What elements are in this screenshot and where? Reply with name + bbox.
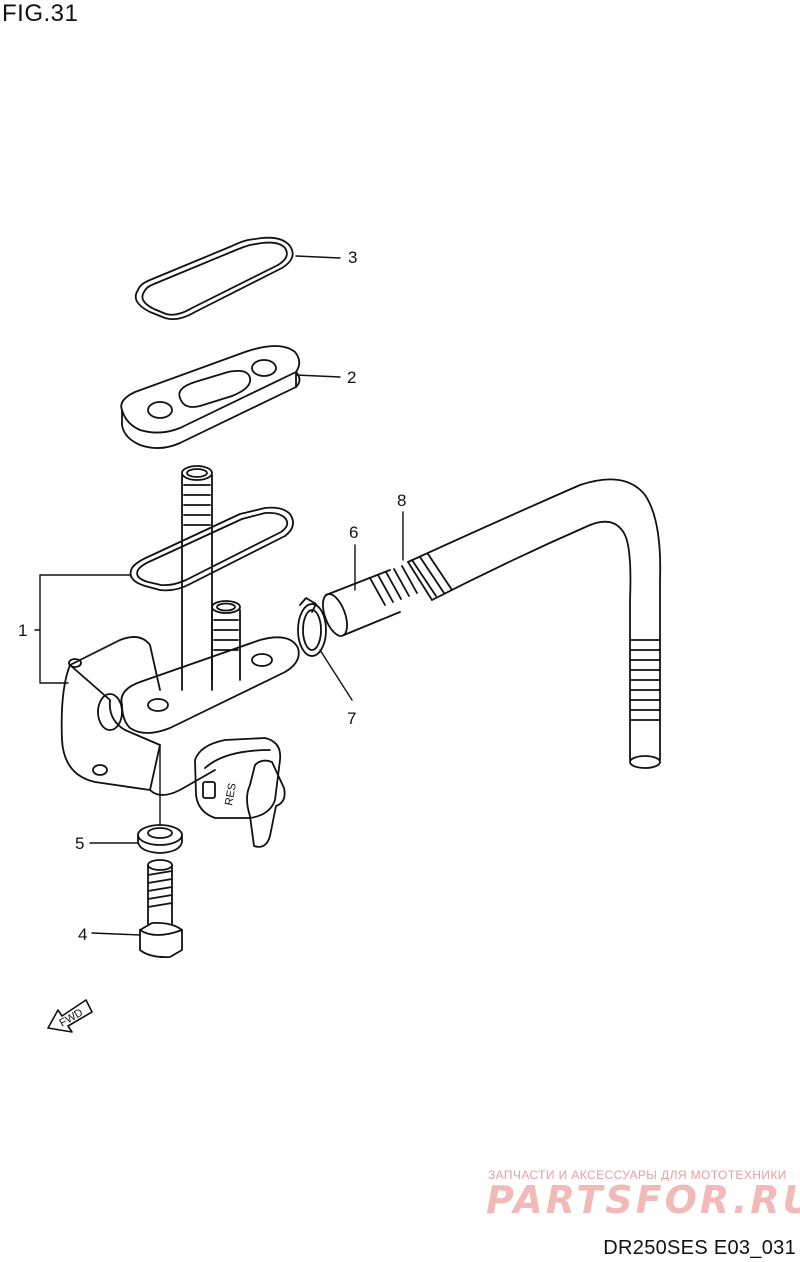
watermark-logo: PARTSFOR.RU	[486, 1178, 800, 1222]
fwd-label: FWD	[58, 1007, 86, 1030]
res-marking: RES	[223, 782, 239, 806]
fwd-arrow-icon: FWD	[47, 999, 93, 1033]
fuel-hose-part-8	[407, 478, 662, 769]
callout-4: 4	[78, 925, 87, 944]
gasket-o-ring-part-3	[134, 236, 294, 321]
callout-2: 2	[347, 368, 356, 387]
diagram-code-label: DR250SES E03_031	[603, 1237, 796, 1259]
callout-leaders	[89, 255, 404, 936]
figure-title: FIG.31	[2, 0, 79, 27]
watermark-tagline: ЗАПЧАСТИ И АКСЕССУАРЫ ДЛЯ МОТОТЕХНИКИ	[488, 1168, 787, 1182]
bolt-part-4	[139, 859, 183, 959]
callout-7: 7	[347, 709, 356, 728]
washer-part-5	[137, 824, 183, 854]
callout-3: 3	[348, 248, 357, 267]
fuel-cock-assembly-part-1	[34, 465, 300, 848]
cushion-plate-part-2	[120, 345, 301, 449]
callout-6: 6	[349, 523, 358, 542]
callout-8: 8	[397, 491, 406, 510]
hose-clip-part-7	[297, 597, 327, 657]
fuel-hose-part-6	[322, 565, 418, 637]
callout-5: 5	[75, 834, 84, 853]
callout-1: 1	[18, 621, 27, 640]
